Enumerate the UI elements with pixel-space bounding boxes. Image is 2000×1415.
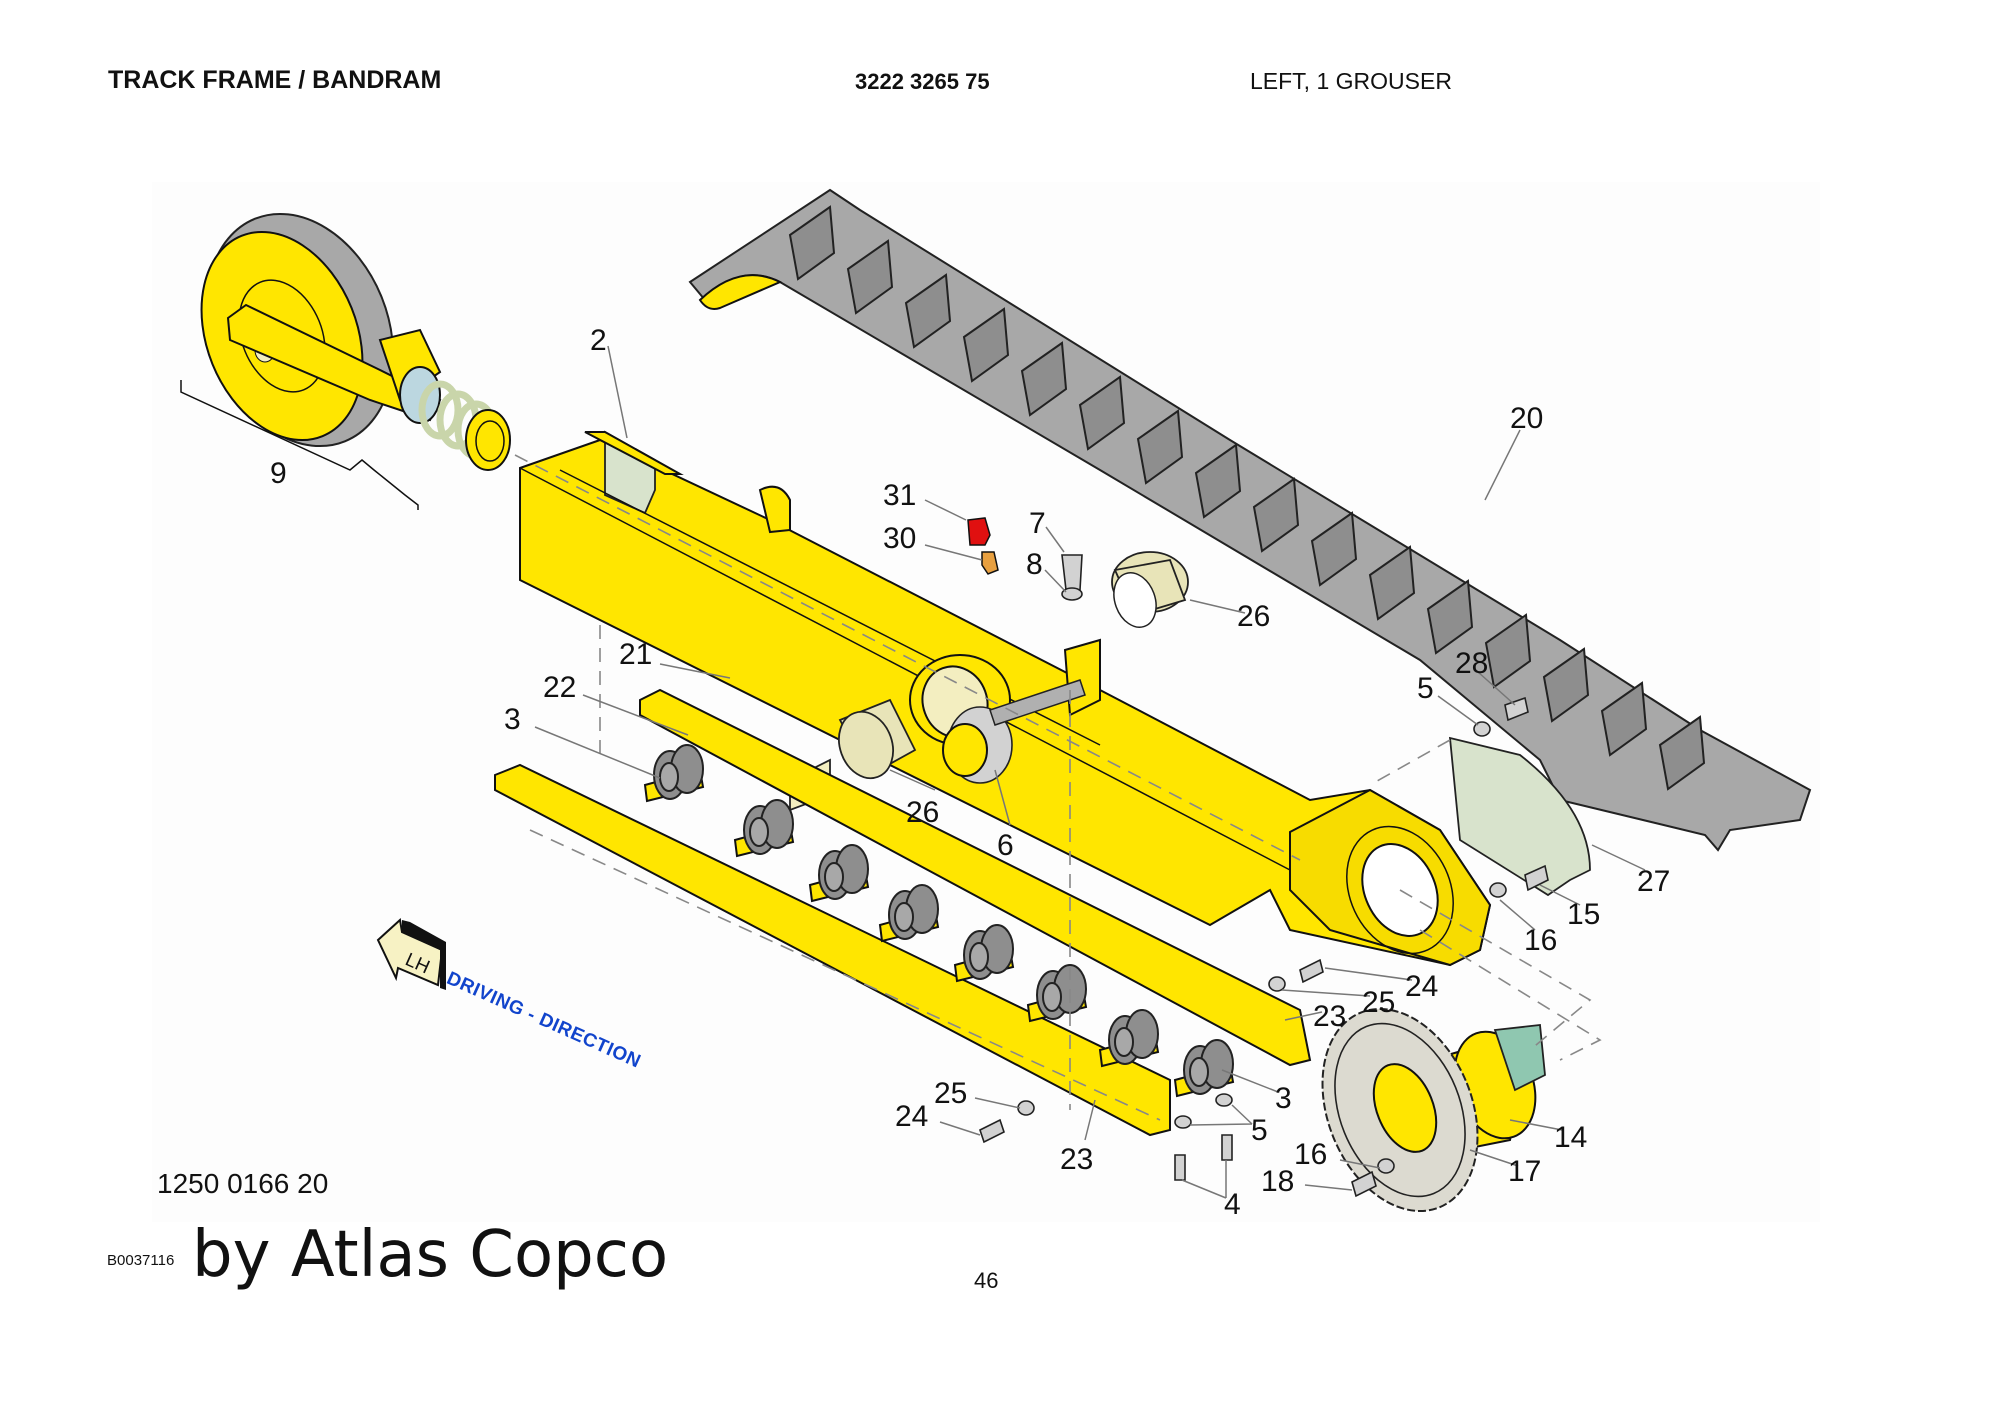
- track-grouser: [1542, 647, 1590, 723]
- bushing-upper: [1111, 551, 1189, 628]
- callout-30: 30: [883, 522, 916, 555]
- bolt: [1299, 958, 1324, 984]
- callout-25-lower: 25: [934, 1077, 967, 1110]
- track-grouser: [1310, 511, 1358, 587]
- leader-lines: [534, 345, 1646, 1199]
- track-roller: [733, 799, 795, 858]
- track-grouser: [1020, 341, 1068, 417]
- track-roller: [1026, 964, 1088, 1023]
- callout-numbers: 2 9 20 31 30 7 8 26 21 22 3 26 6 28 5 27…: [270, 324, 1670, 1221]
- callout-28: 28: [1455, 647, 1488, 680]
- callout-2: 2: [590, 324, 607, 357]
- variant-label: LEFT, 1 GROUSER: [1250, 68, 1452, 94]
- track-grouser: [1252, 477, 1300, 553]
- tension-spring: [399, 366, 511, 471]
- track-roller: [1098, 1009, 1160, 1068]
- callout-16-lower: 16: [1294, 1138, 1327, 1171]
- callout-14: 14: [1554, 1121, 1587, 1154]
- callout-24-lower: 24: [895, 1100, 928, 1133]
- track-grouser: [904, 273, 952, 349]
- callout-3-upper: 3: [504, 703, 521, 736]
- track-grouser: [1368, 545, 1416, 621]
- track-grouser: [1194, 443, 1242, 519]
- bolt: [1351, 1170, 1377, 1198]
- track-grouser: [788, 205, 836, 281]
- grease-nipple: [981, 551, 999, 575]
- bolt: [1221, 1134, 1233, 1161]
- track-roller: [1173, 1039, 1235, 1098]
- callout-27: 27: [1637, 865, 1670, 898]
- rubber-track: [688, 188, 1812, 852]
- lower-guide-rail: [494, 763, 1171, 1137]
- callout-26-upper: 26: [1237, 600, 1270, 633]
- track-grouser: [846, 239, 894, 315]
- bolt: [1061, 554, 1083, 591]
- callout-17: 17: [1508, 1155, 1541, 1188]
- washer: [1215, 1093, 1233, 1107]
- washer: [1017, 1100, 1035, 1116]
- track-grouser: [1658, 715, 1706, 791]
- callout-24-upper: 24: [1405, 970, 1438, 1003]
- callout-20: 20: [1510, 402, 1543, 435]
- callout-31: 31: [883, 479, 916, 512]
- callout-15: 15: [1567, 898, 1600, 931]
- track-roller: [808, 844, 870, 903]
- bolt: [979, 1118, 1005, 1144]
- washer: [1377, 1158, 1395, 1174]
- callout-5-lower: 5: [1251, 1114, 1268, 1147]
- callout-3-lower: 3: [1275, 1082, 1292, 1115]
- track-grouser: [1484, 613, 1532, 689]
- track-grouser: [1136, 409, 1184, 485]
- page-title: TRACK FRAME / BANDRAM: [108, 66, 442, 94]
- washer: [1174, 1115, 1192, 1129]
- callout-6: 6: [997, 829, 1014, 862]
- callout-9: 9: [270, 457, 287, 490]
- track-roller: [878, 884, 940, 943]
- track-roller: [643, 744, 705, 803]
- direction-arrow-icon: LH: [376, 918, 446, 990]
- washer: [1268, 976, 1286, 992]
- callout-25-upper: 25: [1362, 986, 1395, 1019]
- callout-23-lower: 23: [1060, 1143, 1093, 1176]
- track-roller: [953, 924, 1015, 983]
- track-grouser: [1426, 579, 1474, 655]
- callout-16-upper: 16: [1524, 924, 1557, 957]
- callout-18: 18: [1261, 1165, 1294, 1198]
- track-grouser: [1600, 681, 1648, 757]
- grease-cap: [967, 517, 991, 546]
- drive-sprocket: [1321, 1007, 1479, 1213]
- cover-plate: [1448, 696, 1591, 898]
- tensioner-shaft: [942, 679, 1086, 784]
- track-grouser: [1078, 375, 1126, 451]
- brand-label: by Atlas Copco: [192, 1218, 669, 1292]
- document-number: 1250 0166 20: [157, 1168, 329, 1199]
- bushing-lower: [838, 698, 917, 780]
- callout-5-upper: 5: [1417, 672, 1434, 705]
- idler-wheel-assembly: [200, 212, 511, 471]
- part-number: 3222 3265 75: [855, 69, 990, 94]
- callout-8: 8: [1026, 548, 1043, 581]
- washer: [1061, 587, 1083, 601]
- callout-4: 4: [1224, 1188, 1241, 1221]
- image-code: B0037116: [107, 1252, 175, 1269]
- callout-7: 7: [1029, 507, 1046, 540]
- bolt: [1174, 1154, 1186, 1181]
- page-number: 46: [974, 1268, 999, 1293]
- callout-26-lower: 26: [906, 796, 939, 829]
- upper-guide-rail: [639, 688, 1312, 1067]
- track-grouser: [962, 307, 1010, 383]
- callout-23-upper: 23: [1313, 1000, 1346, 1033]
- callout-22: 22: [543, 671, 576, 704]
- callout-21: 21: [619, 638, 652, 671]
